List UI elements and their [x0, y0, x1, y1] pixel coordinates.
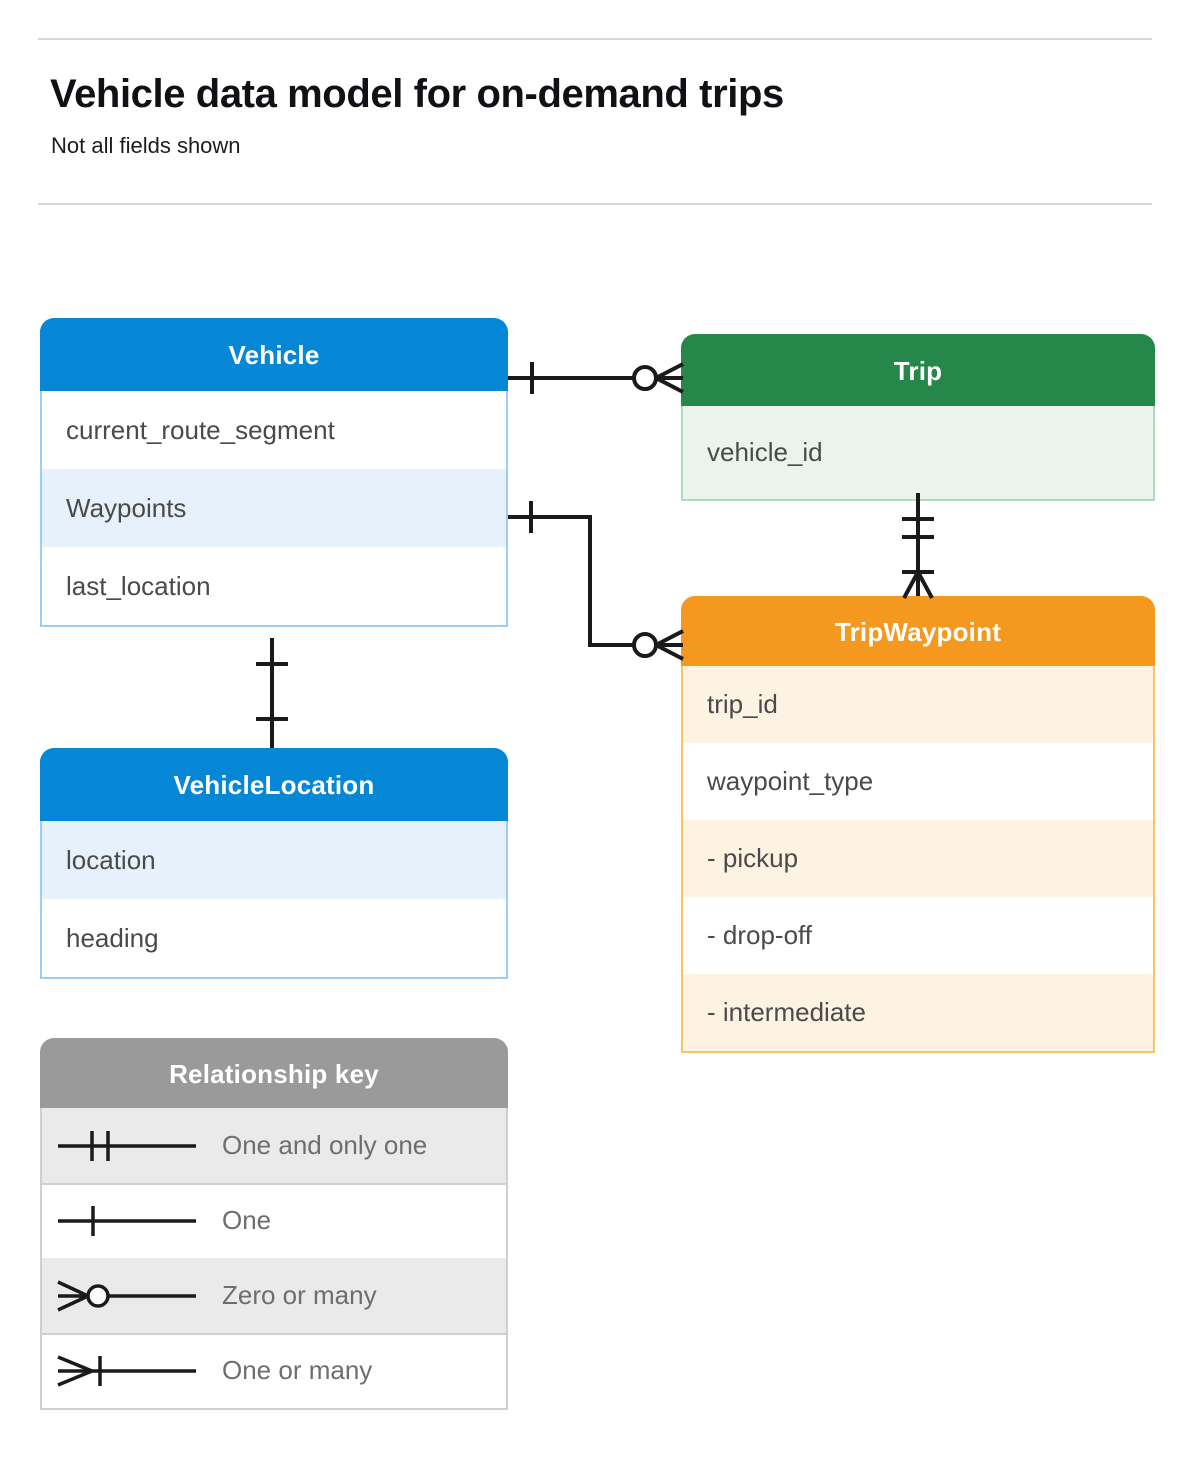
connector-vehicle-vehiclelocation: [256, 638, 288, 748]
one-icon: [42, 1201, 222, 1241]
entity-trip-waypoint-title: TripWaypoint: [681, 596, 1155, 668]
one-or-many-icon: [42, 1351, 222, 1391]
one-and-only-one-icon: [42, 1126, 222, 1166]
header-divider-bottom: [38, 203, 1152, 205]
legend-item-one: One: [40, 1183, 508, 1260]
field-row: waypoint_type: [681, 743, 1155, 822]
entity-vehicle-title: Vehicle: [40, 318, 508, 393]
legend-item-label: One: [222, 1205, 272, 1235]
field-row: location: [40, 821, 508, 901]
legend-item-one-or-many: One or many: [40, 1333, 508, 1410]
connector-waypoints-tripwaypoint: [508, 501, 684, 661]
field-row: current_route_segment: [40, 391, 508, 471]
field-row: last_location: [40, 547, 508, 627]
legend-title: Relationship key: [40, 1038, 508, 1110]
legend-item-one-and-only-one: One and only one: [40, 1108, 508, 1185]
field-row: Waypoints: [40, 469, 508, 549]
field-row: vehicle_id: [681, 406, 1155, 501]
relationship-key-legend[interactable]: Relationship key One and only one One: [40, 1038, 508, 1410]
header-divider-top: [38, 38, 1152, 40]
field-row: - drop-off: [681, 897, 1155, 976]
legend-item-label: One and only one: [222, 1130, 428, 1160]
field-row: - intermediate: [681, 974, 1155, 1053]
entity-vehicle[interactable]: Vehicle current_route_segment Waypoints …: [40, 318, 508, 627]
entity-trip-title: Trip: [681, 334, 1155, 408]
page-title: Vehicle data model for on-demand trips: [50, 72, 784, 116]
legend-item-zero-or-many: Zero or many: [40, 1258, 508, 1335]
field-row: heading: [40, 899, 508, 979]
entity-vehicle-location-title: VehicleLocation: [40, 748, 508, 823]
page-subtitle: Not all fields shown: [51, 133, 241, 158]
entity-vehicle-location[interactable]: VehicleLocation location heading: [40, 748, 508, 979]
legend-item-label: One or many: [222, 1355, 373, 1385]
entity-trip[interactable]: Trip vehicle_id: [681, 334, 1155, 501]
field-row: - pickup: [681, 820, 1155, 899]
connector-trip-tripwaypoint: [902, 493, 934, 599]
connector-vehicle-trip: [508, 362, 684, 394]
zero-or-many-icon: [42, 1276, 222, 1316]
field-row: trip_id: [681, 666, 1155, 745]
legend-item-label: Zero or many: [222, 1280, 377, 1310]
entity-trip-waypoint[interactable]: TripWaypoint trip_id waypoint_type - pic…: [681, 596, 1155, 1053]
